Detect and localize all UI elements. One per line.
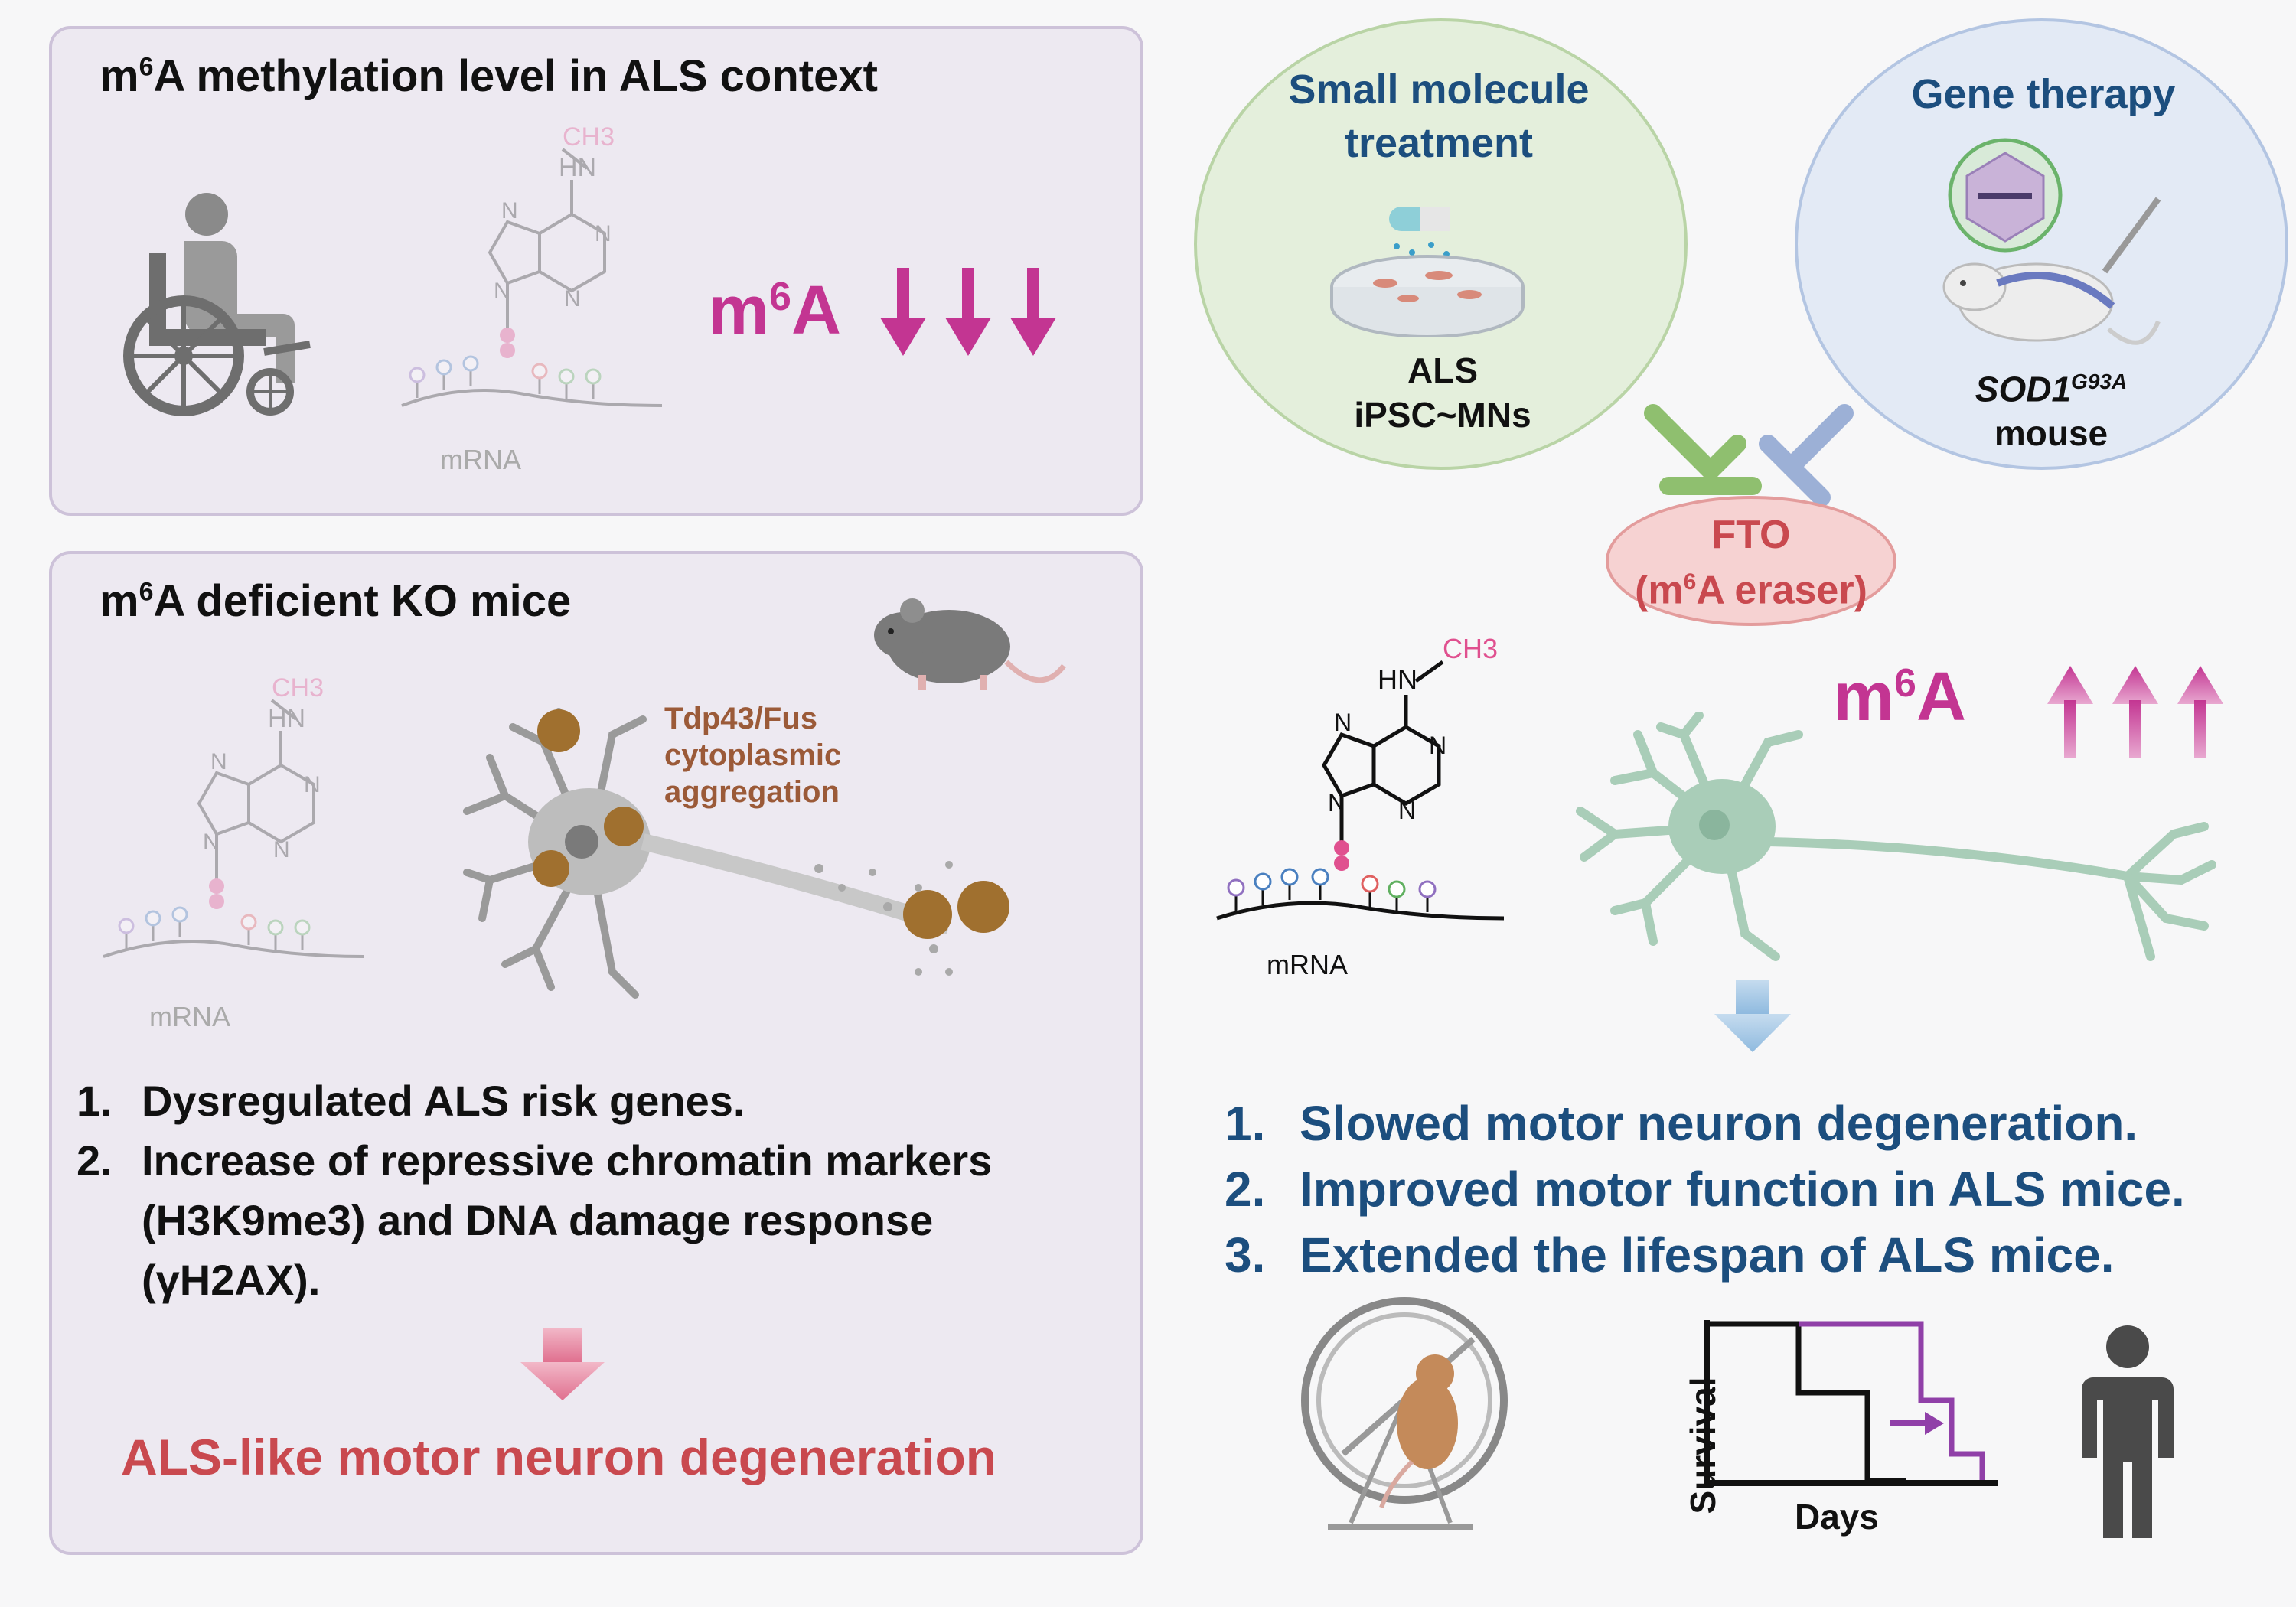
- small-molecule-circle: [1194, 18, 1688, 470]
- list-item: 1.Slowed motor neuron degeneration.: [1225, 1096, 2138, 1151]
- m6a-adenosine-molecule-faded-ko: CH3 HN N N N N: [103, 673, 364, 958]
- ko-mice-panel: [49, 551, 1143, 1555]
- list-item: 2. Increase of repressive chromatin mark…: [77, 1136, 993, 1304]
- svg-text:N: N: [494, 279, 510, 304]
- conclusion-label: ALS-like motor neuron degeneration: [121, 1429, 997, 1485]
- svg-text:N: N: [1334, 709, 1352, 736]
- inhibition-arrows: [1644, 404, 1854, 505]
- list-item: 3.Extended the lifespan of ALS mice.: [1225, 1227, 2115, 1283]
- down-arrows-icon: [880, 268, 1056, 356]
- small-molecule-title: Small molecule treatment: [1288, 67, 1590, 166]
- m6a-adenosine-molecule: CH3 HN N N N N: [1216, 633, 1505, 921]
- wheelchair-patient-icon: [123, 193, 311, 416]
- survival-ylabel: Survival: [1683, 1377, 1723, 1514]
- svg-text:N: N: [210, 749, 227, 774]
- svg-text:N: N: [273, 837, 290, 862]
- outcomes-list: 1.Slowed motor neuron degeneration. 2.Im…: [1225, 1090, 2185, 1288]
- mrna-label-ko: mRNA: [149, 1001, 230, 1032]
- degenerating-neuron-illustration: [463, 708, 1009, 999]
- ko-findings-list: 1. Dysregulated ALS risk genes. 2. Incre…: [77, 1071, 992, 1310]
- svg-text:N: N: [1398, 797, 1416, 824]
- svg-text:CH3: CH3: [272, 673, 324, 702]
- survival-curve-chart: [1704, 1320, 1998, 1486]
- svg-text:N: N: [1328, 789, 1345, 817]
- fto-eraser-badge: [1606, 496, 1896, 626]
- svg-text:CH3: CH3: [1443, 633, 1498, 664]
- als-ipsc-label: ALS iPSC~MNs: [1354, 350, 1531, 435]
- gene-therapy-title: Gene therapy: [1911, 71, 2176, 117]
- ko-mice-panel-title: m6A deficient KO mice: [99, 576, 572, 626]
- svg-text:N: N: [304, 772, 321, 797]
- mouse-icon: [874, 598, 1066, 690]
- list-item: 1. Dysregulated ALS risk genes.: [77, 1077, 745, 1125]
- svg-text:N: N: [595, 221, 612, 246]
- methylation-panel-title: m6A methylation level in ALS context: [99, 51, 878, 101]
- down-arrow-blue-icon: [1714, 980, 1791, 1052]
- m6a-adenosine-molecule-faded: CH3 HN N N N N: [401, 122, 663, 407]
- petri-dish-pill-icon: [1330, 207, 1525, 337]
- svg-text:N: N: [1429, 732, 1446, 759]
- mrna-label-top: mRNA: [440, 444, 521, 475]
- down-arrow-pink-icon: [520, 1328, 605, 1400]
- sod1-mouse-label: SOD1G93A mouse: [1975, 369, 2128, 454]
- person-icon: [2082, 1325, 2174, 1538]
- list-item: 2.Improved motor function in ALS mice.: [1225, 1162, 2185, 1217]
- healthy-neuron-illustration: [1576, 712, 2216, 961]
- m6a-label-top: m6A: [708, 272, 841, 349]
- svg-text:HN: HN: [1378, 663, 1417, 695]
- svg-text:CH3: CH3: [563, 122, 615, 152]
- svg-text:N: N: [501, 198, 518, 223]
- fto-label: FTO (m6A eraser): [1635, 513, 1867, 613]
- up-arrows-icon: [2047, 666, 2223, 758]
- svg-text:N: N: [564, 286, 581, 311]
- svg-text:HN: HN: [559, 153, 596, 182]
- m6a-label-right: m6A: [1833, 659, 1966, 735]
- svg-text:N: N: [203, 830, 220, 855]
- survival-xlabel: Days: [1795, 1497, 1879, 1537]
- aggregation-label: Tdp43/Fus cytoplasmic aggregation: [664, 702, 842, 809]
- aav-injection-mouse-icon: [1942, 138, 2161, 345]
- gene-therapy-circle: [1795, 18, 2288, 470]
- mouse-wheel-icon: [1301, 1297, 1508, 1530]
- svg-text:HN: HN: [268, 704, 305, 733]
- mrna-label-right: mRNA: [1267, 949, 1348, 980]
